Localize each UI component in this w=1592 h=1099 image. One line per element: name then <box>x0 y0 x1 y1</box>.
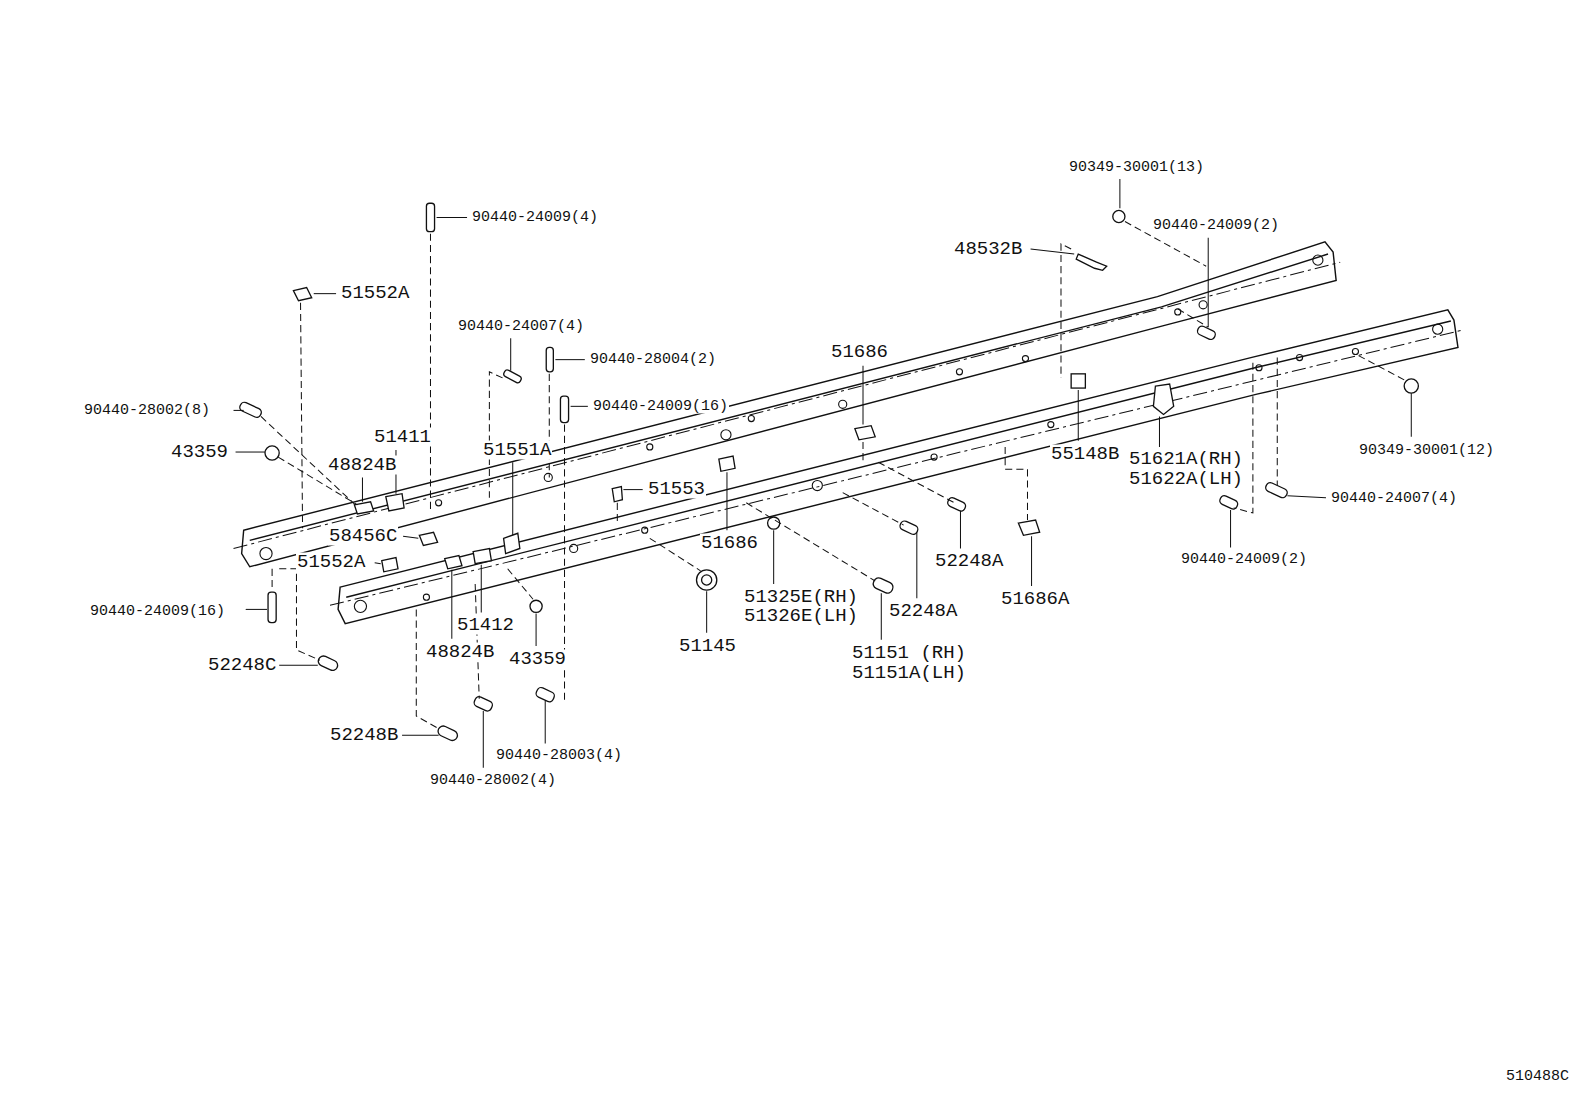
part-number: 90440-28004(2) <box>589 352 717 367</box>
callout-number: 51552A <box>296 553 366 572</box>
part-number: 90440-24009(2) <box>1152 218 1280 233</box>
callout-number: 52248A <box>934 552 1004 571</box>
callout-number: 58456C <box>328 527 398 546</box>
part-number: 90440-24009(2) <box>1180 552 1308 567</box>
part-number: 90440-24009(16) <box>592 399 729 414</box>
part-number: 90349-30001(12) <box>1358 443 1495 458</box>
callout-number: 51686 <box>830 343 889 362</box>
part-number: 90440-28002(4) <box>429 773 557 788</box>
callout-number: 55148B <box>1050 445 1120 464</box>
callout-number: 51145 <box>678 637 737 656</box>
callout-number: 52248B <box>329 726 399 745</box>
callout-number: 48824B <box>327 456 397 475</box>
callout-number: 51551A <box>482 441 552 460</box>
callout-number: 51325E(RH) <box>743 588 859 607</box>
callout-number: 48824B <box>425 643 495 662</box>
part-number: 90440-24009(4) <box>471 210 599 225</box>
callout-number: 52248A <box>888 602 958 621</box>
callout-number: 51553 <box>647 480 706 499</box>
part-number: 90440-24007(4) <box>1330 491 1458 506</box>
callout-number: 51686A <box>1000 590 1070 609</box>
part-number: 510488C <box>1505 1069 1570 1084</box>
part-number: 90349-30001(13) <box>1068 160 1205 175</box>
callout-number: 51411 <box>373 428 432 447</box>
callout-number: 48532B <box>953 240 1023 259</box>
callout-number: 51151 (RH) <box>851 644 967 663</box>
callout-number: 51412 <box>456 616 515 635</box>
callout-number: 51622A(LH) <box>1128 470 1244 489</box>
part-number: 90440-28003(4) <box>495 748 623 763</box>
callout-number: 51621A(RH) <box>1128 450 1244 469</box>
part-number: 90440-28002(8) <box>83 403 211 418</box>
callout-number: 52248C <box>207 656 277 675</box>
part-number: 90440-24009(16) <box>89 604 226 619</box>
frame-rail <box>242 242 1337 567</box>
callout-number: 51686 <box>700 534 759 553</box>
part-number: 90440-24007(4) <box>457 319 585 334</box>
callout-number: 51151A(LH) <box>851 664 967 683</box>
callout-number: 43359 <box>508 650 567 669</box>
callout-number: 43359 <box>170 443 229 462</box>
callout-number: 51552A <box>340 284 410 303</box>
callout-number: 51326E(LH) <box>743 607 859 626</box>
